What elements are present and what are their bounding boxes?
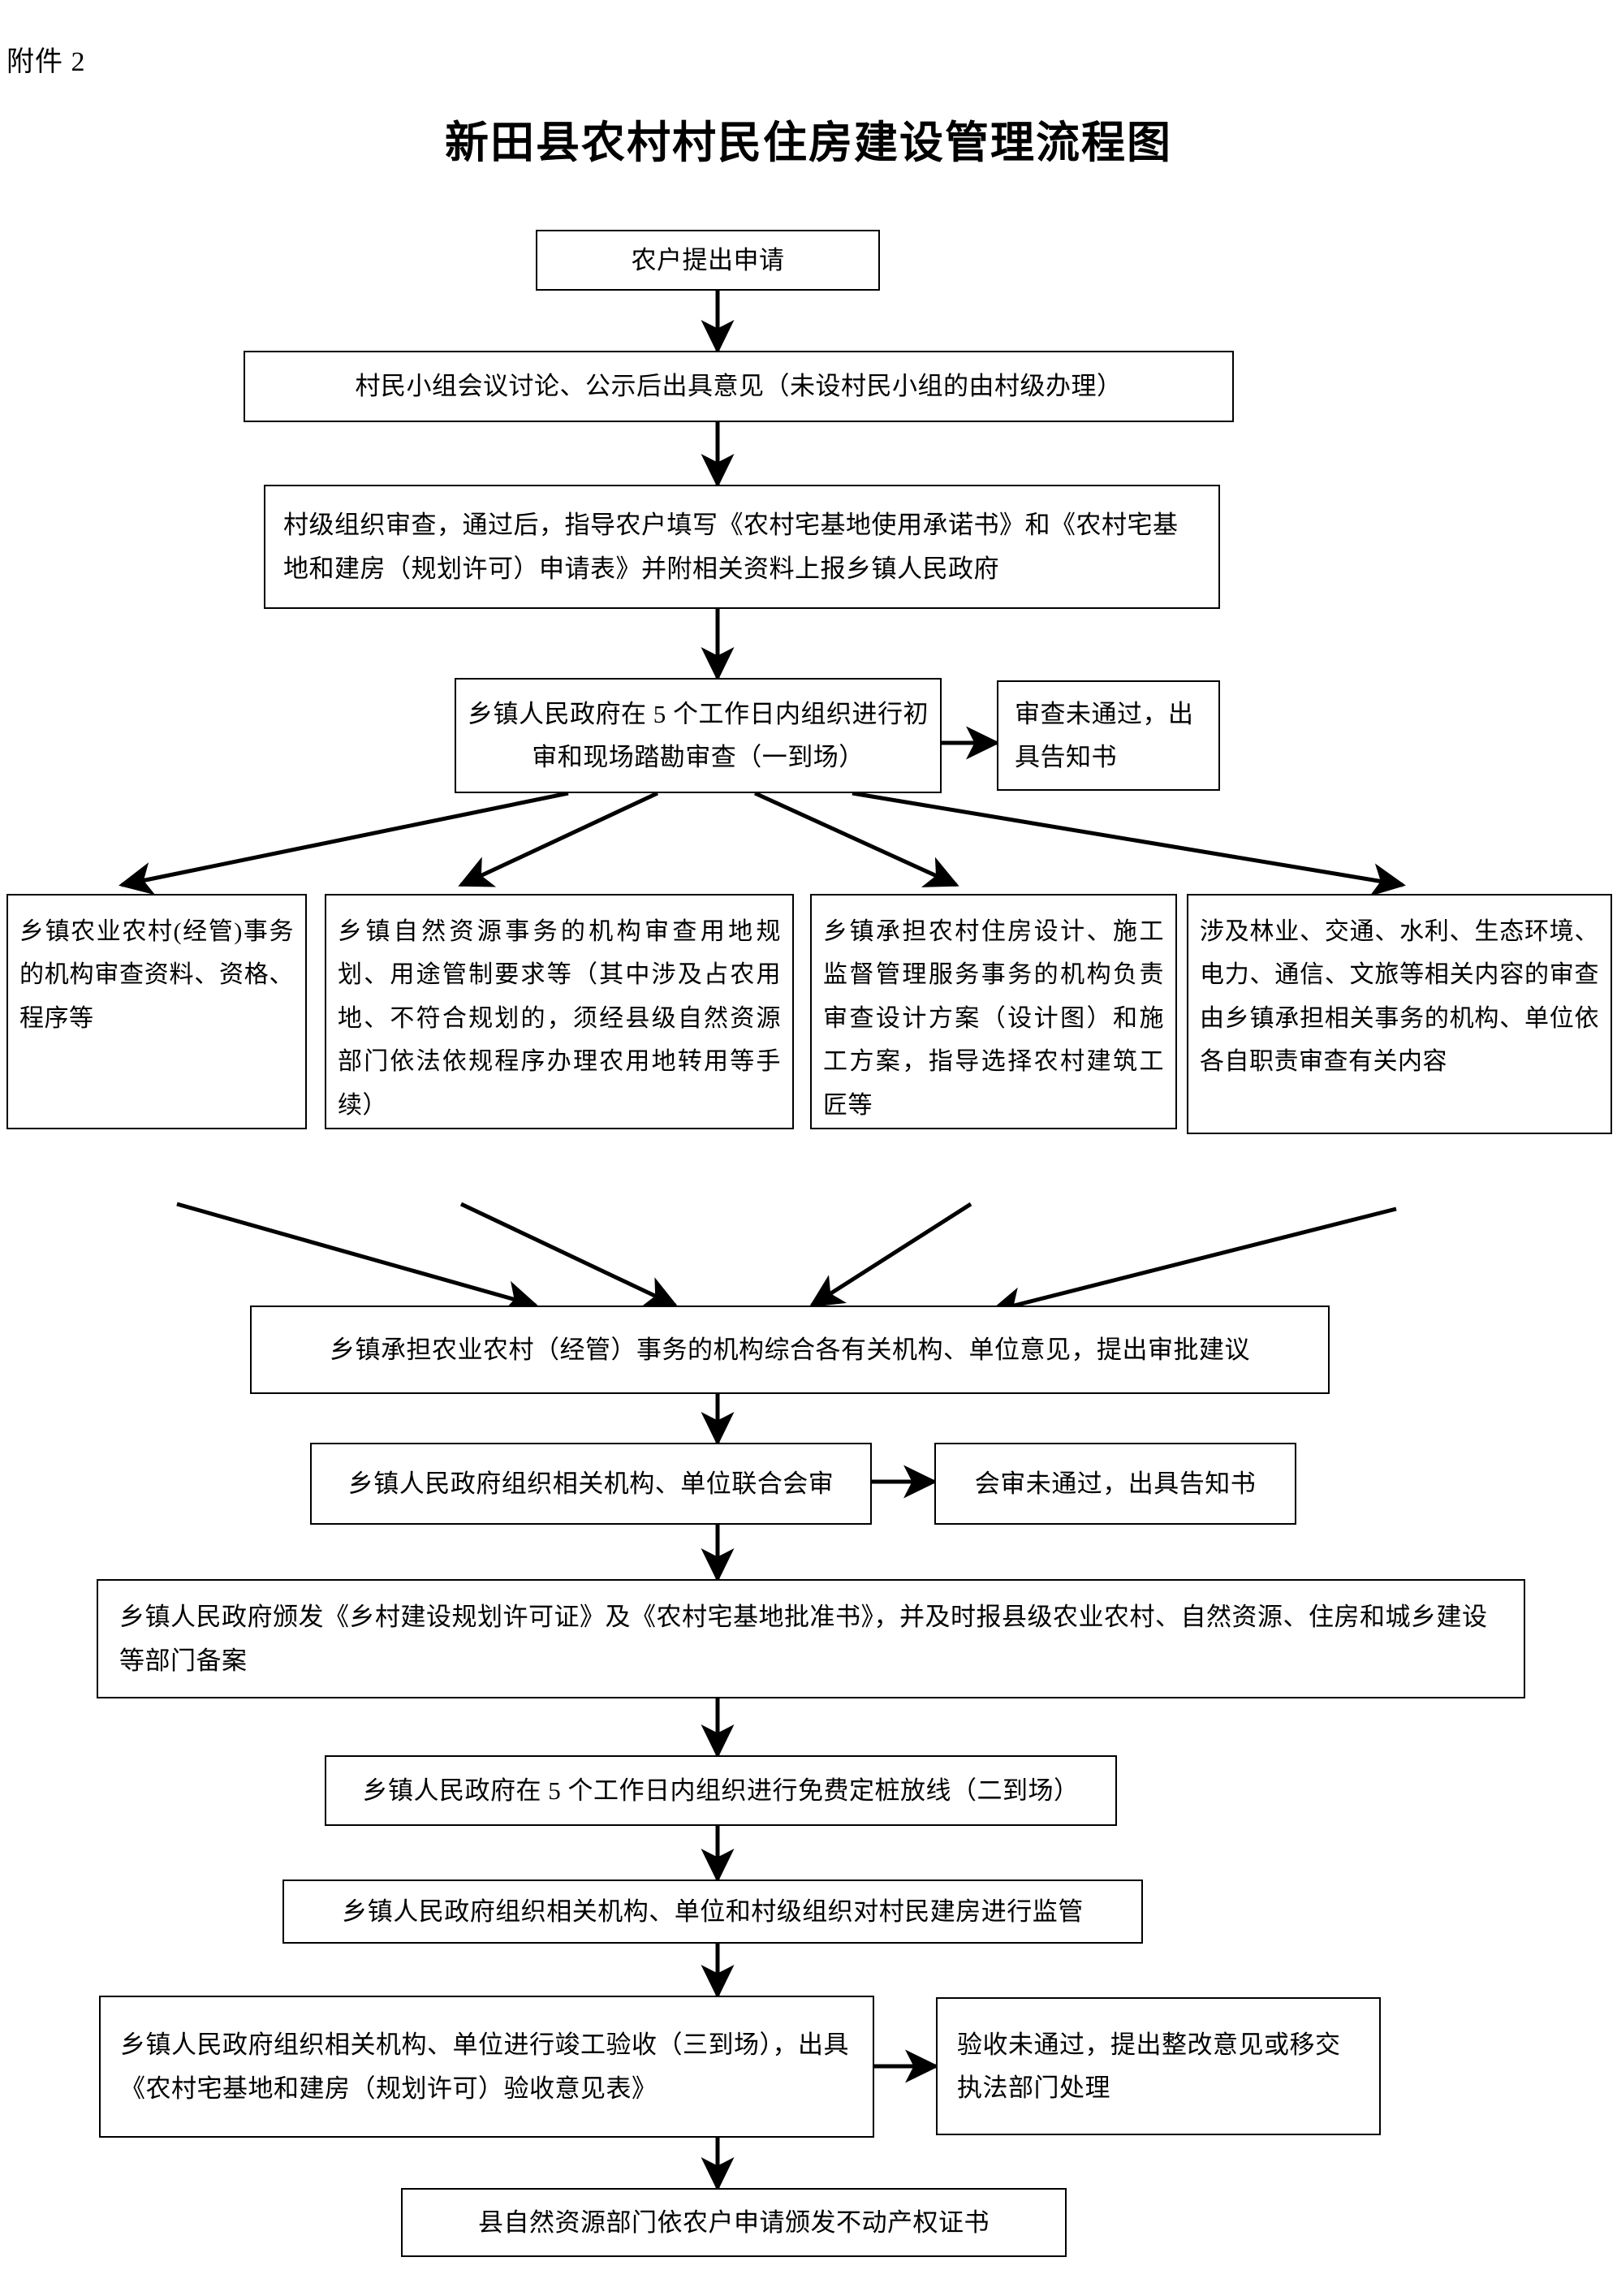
attachment-label: 附件 2 [6, 47, 86, 77]
node-apply-label: 农户提出申请 [631, 245, 785, 274]
node-construction-supervision[interactable]: 乡镇人民政府组织相关机构、单位和村级组织对村民建房进行监管 [282, 1880, 1143, 1944]
node-branch-housing-design-label: 乡镇承担农村住房设计、施工监督管理服务事务的机构负责审查设计方案（设计图）和施工… [823, 918, 1164, 1119]
page-title: 新田县农村村民住房建设管理流程图 [445, 119, 1172, 167]
node-branch-natural-resources-label: 乡镇自然资源事务的机构审查用地规划、用途管制要求等（其中涉及占农用地、不符合规划… [338, 918, 781, 1119]
node-villager-group[interactable]: 村民小组会议讨论、公示后出具意见（未设村民小组的由村级办理） [244, 351, 1234, 422]
node-township-first-review[interactable]: 乡镇人民政府在 5 个工作日内组织进行初审和现场踏勘审查（一到场） [455, 678, 942, 793]
node-branch-agriculture-label: 乡镇农业农村(经管)事务的机构审查资料、资格、程序等 [19, 918, 294, 1032]
node-completion-acceptance-label: 乡镇人民政府组织相关机构、单位进行竣工验收（三到场），出具《农村宅基地和建房（规… [120, 2031, 849, 2103]
node-consolidate-opinions[interactable]: 乡镇承担农业农村（经管）事务的机构综合各有关机构、单位意见，提出审批建议 [250, 1306, 1330, 1394]
node-villager-group-label: 村民小组会议讨论、公示后出具意见（未设村民小组的由村级办理） [355, 372, 1123, 401]
node-property-certificate[interactable]: 县自然资源部门依农户申请颁发不动产权证书 [401, 2188, 1067, 2257]
node-review-failed[interactable]: 审查未通过，出具告知书 [997, 680, 1220, 791]
node-acceptance-failed-label: 验收未通过，提出整改意见或移交执法部门处理 [957, 2030, 1341, 2102]
node-staking-line[interactable]: 乡镇人民政府在 5 个工作日内组织进行免费定桩放线（二到场） [325, 1755, 1117, 1826]
node-joint-review-failed-label: 会审未通过，出具告知书 [974, 1469, 1257, 1498]
node-joint-review-failed[interactable]: 会审未通过，出具告知书 [934, 1443, 1296, 1525]
node-property-certificate-label: 县自然资源部门依农户申请颁发不动产权证书 [478, 2208, 990, 2237]
node-issue-permit-label: 乡镇人民政府颁发《乡村建设规划许可证》及《农村宅基地批准书》，并及时报县级农业农… [119, 1603, 1488, 1675]
node-review-failed-label: 审查未通过，出具告知书 [1015, 699, 1194, 771]
node-joint-review-label: 乡镇人民政府组织相关机构、单位联合会审 [347, 1469, 834, 1498]
node-consolidate-opinions-label: 乡镇承担农业农村（经管）事务的机构综合各有关机构、单位意见，提出审批建议 [330, 1335, 1250, 1364]
node-branch-other-departments[interactable]: 涉及林业、交通、水利、生态环境、电力、通信、文旅等相关内容的审查由乡镇承担相关事… [1187, 894, 1612, 1134]
node-township-first-review-label: 乡镇人民政府在 5 个工作日内组织进行初审和现场踏勘审查（一到场） [468, 699, 929, 771]
node-construction-supervision-label: 乡镇人民政府组织相关机构、单位和村级组织对村民建房进行监管 [342, 1897, 1084, 1926]
node-village-review[interactable]: 村级组织审查，通过后，指导农户填写《农村宅基地使用承诺书》和《农村宅基地和建房（… [264, 485, 1220, 609]
node-branch-other-departments-label: 涉及林业、交通、水利、生态环境、电力、通信、文旅等相关内容的审查由乡镇承担相关事… [1200, 918, 1599, 1076]
node-issue-permit[interactable]: 乡镇人民政府颁发《乡村建设规划许可证》及《农村宅基地批准书》，并及时报县级农业农… [97, 1579, 1525, 1698]
node-branch-housing-design[interactable]: 乡镇承担农村住房设计、施工监督管理服务事务的机构负责审查设计方案（设计图）和施工… [810, 894, 1177, 1129]
node-branch-agriculture[interactable]: 乡镇农业农村(经管)事务的机构审查资料、资格、程序等 [6, 894, 307, 1129]
node-village-review-label: 村级组织审查，通过后，指导农户填写《农村宅基地使用承诺书》和《农村宅基地和建房（… [283, 511, 1179, 583]
node-completion-acceptance[interactable]: 乡镇人民政府组织相关机构、单位进行竣工验收（三到场），出具《农村宅基地和建房（规… [99, 1996, 874, 2138]
node-staking-line-label: 乡镇人民政府在 5 个工作日内组织进行免费定桩放线（二到场） [362, 1776, 1080, 1805]
node-acceptance-failed[interactable]: 验收未通过，提出整改意见或移交执法部门处理 [936, 1997, 1381, 2135]
node-apply[interactable]: 农户提出申请 [536, 230, 880, 291]
node-branch-natural-resources[interactable]: 乡镇自然资源事务的机构审查用地规划、用途管制要求等（其中涉及占农用地、不符合规划… [325, 894, 794, 1129]
node-joint-review[interactable]: 乡镇人民政府组织相关机构、单位联合会审 [310, 1443, 872, 1525]
